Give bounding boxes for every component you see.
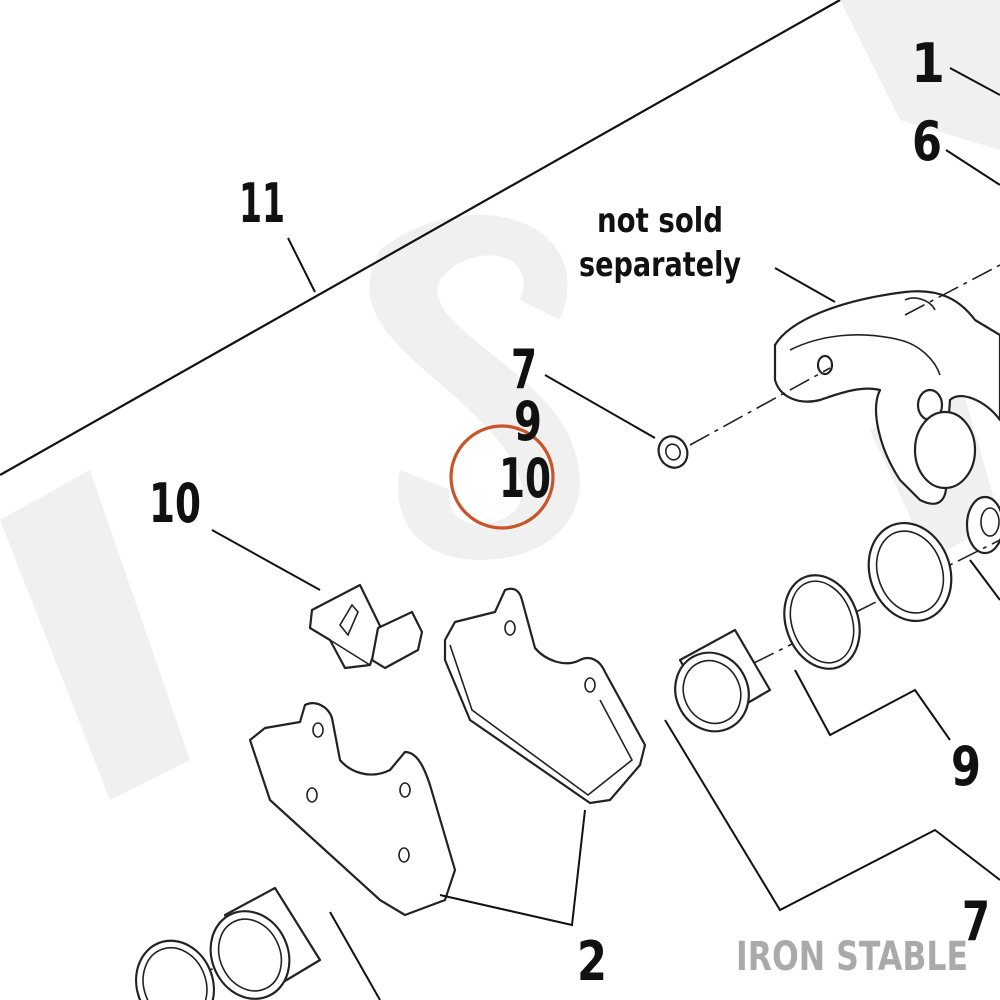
callout-10-left: 10 bbox=[149, 472, 201, 535]
brake-pad-outboard bbox=[443, 587, 647, 805]
callout-7-upper: 7 bbox=[511, 338, 537, 401]
caliper-housing bbox=[773, 290, 1000, 555]
seal-ring-left bbox=[135, 939, 215, 1000]
axis-upper-pin bbox=[904, 264, 1000, 316]
pad-clip bbox=[308, 583, 424, 670]
seal-ring-right-2 bbox=[867, 521, 953, 623]
brand-watermark: IRON STABLE bbox=[736, 934, 968, 980]
piston-right bbox=[674, 628, 772, 733]
callout-10-center: 10 bbox=[499, 447, 551, 510]
callout-6: 6 bbox=[912, 110, 942, 173]
boundary-line bbox=[0, 0, 841, 476]
callout-7-right: 7 bbox=[962, 890, 990, 953]
brake-pad-inboard bbox=[248, 702, 457, 917]
axis-piston-right bbox=[719, 539, 1000, 681]
seal-ring-right-1 bbox=[783, 574, 861, 670]
washer bbox=[657, 435, 689, 469]
note-line-1: not sold bbox=[597, 201, 723, 241]
axis-pin bbox=[689, 367, 831, 446]
highlight-circle bbox=[449, 424, 555, 530]
leader-lines bbox=[211, 67, 1000, 1000]
callout-11: 11 bbox=[239, 172, 285, 235]
piston-left bbox=[209, 886, 322, 1000]
callout-9-upper: 9 bbox=[514, 390, 542, 453]
note-line-2: separately bbox=[579, 245, 741, 285]
callout-9-right: 9 bbox=[951, 735, 981, 798]
callout-2: 2 bbox=[577, 930, 607, 993]
callout-1: 1 bbox=[911, 32, 945, 95]
